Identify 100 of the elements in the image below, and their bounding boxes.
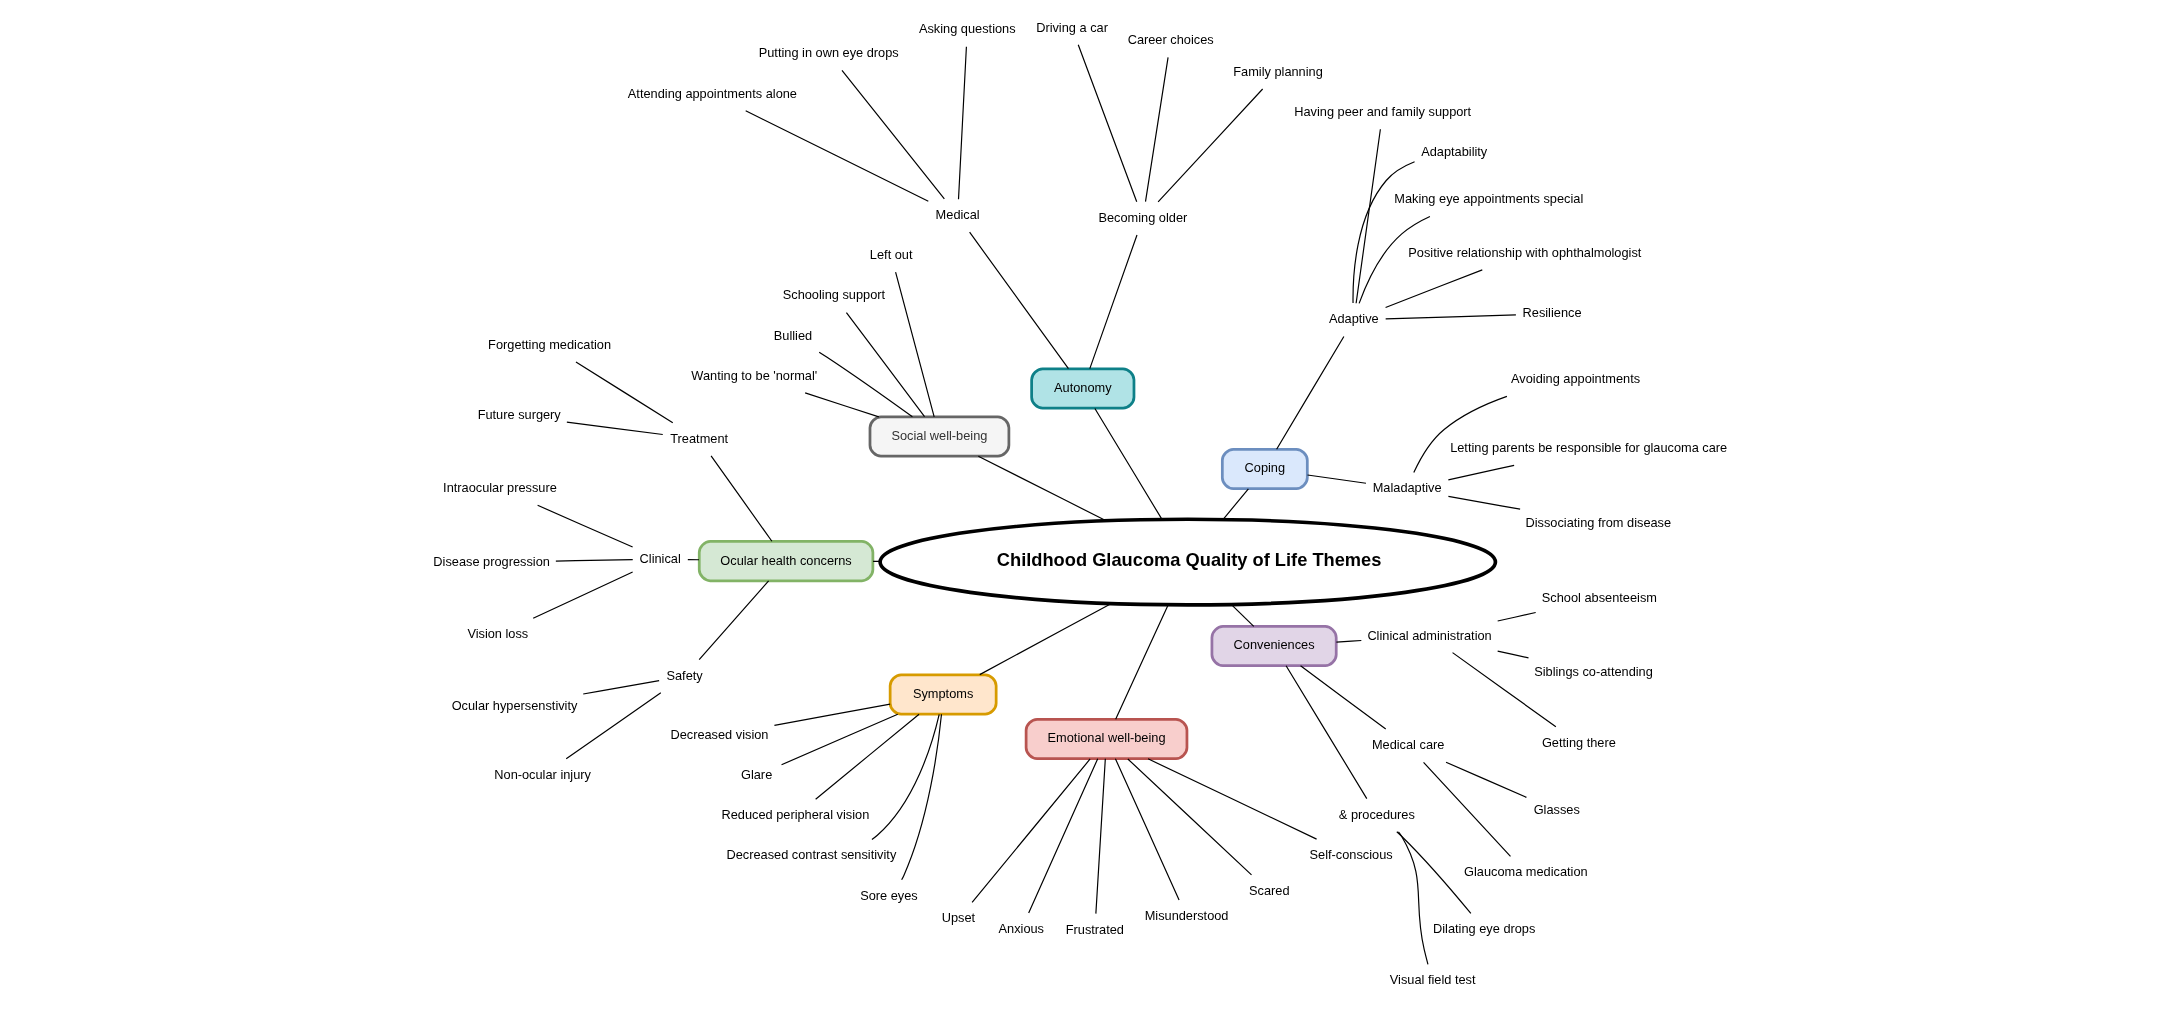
node-text: Reduced peripheral vision: [720, 807, 869, 823]
connector: [554, 559, 633, 562]
node-box: Ocular health concerns: [697, 540, 874, 583]
connector: [1335, 639, 1362, 643]
connector: [1093, 407, 1162, 520]
node-text: Wanting to be 'normal': [690, 367, 817, 383]
connector: [565, 421, 663, 436]
connector: [780, 713, 898, 766]
connector: [818, 351, 913, 418]
node-ellipse: Childhood Glaucoma Quality of Life Themes: [877, 517, 1497, 607]
node-text: Glaucoma medication: [1463, 864, 1588, 880]
connector: [1144, 56, 1169, 203]
connector: [1412, 395, 1507, 474]
node-text: Left out: [869, 247, 913, 263]
node-text: Upset: [941, 910, 975, 926]
node-text: Disease progression: [432, 553, 550, 569]
connector: [1351, 161, 1415, 304]
node-text: Having peer and family support: [1293, 103, 1471, 119]
connector: [1088, 234, 1138, 370]
node-text: Dilating eye drops: [1432, 921, 1535, 937]
connector: [1094, 758, 1106, 915]
connector: [1230, 603, 1254, 627]
node-text: Non-ocular injury: [493, 766, 591, 782]
connector: [1422, 761, 1511, 857]
connector: [1444, 761, 1527, 798]
connector: [574, 361, 673, 424]
node-text: Medical: [935, 207, 980, 223]
connector: [1146, 758, 1317, 840]
connector: [977, 455, 1107, 522]
node-text: Asking questions: [918, 21, 1016, 37]
node-text: Visual field test: [1389, 972, 1475, 988]
connector: [814, 713, 920, 800]
node-text: Glare: [740, 766, 772, 782]
node-text: Adaptability: [1420, 144, 1487, 160]
node-text: Career choices: [1127, 32, 1214, 48]
connector: [1126, 758, 1252, 876]
connector: [1157, 88, 1263, 203]
connector: [1496, 650, 1529, 659]
node-text: Letting parents be responsible for glaucoma care: [1449, 440, 1727, 456]
node-text: Medical care: [1371, 737, 1444, 753]
connector: [1451, 652, 1556, 728]
connector: [1395, 831, 1471, 915]
connector: [1447, 495, 1521, 510]
connector: [1397, 831, 1429, 965]
node-text: Misunderstood: [1144, 908, 1228, 924]
node-text: Treatment: [669, 430, 728, 446]
node-text: Making eye appointments special: [1393, 191, 1583, 207]
node-box: Emotional well-being: [1024, 718, 1188, 761]
node-text: School absenteeism: [1541, 589, 1657, 605]
node-text: Scared: [1248, 882, 1290, 898]
connector: [1275, 335, 1344, 450]
node-text: Avoiding appointments: [1510, 371, 1640, 387]
connector: [1496, 611, 1536, 622]
connector: [968, 231, 1069, 370]
node-text: Glasses: [1533, 801, 1580, 817]
connector: [894, 271, 935, 418]
node-text: Family planning: [1232, 63, 1323, 79]
connector: [1027, 758, 1098, 914]
connector: [957, 46, 967, 200]
connector: [1299, 665, 1386, 730]
connector: [1114, 758, 1180, 901]
connector: [845, 312, 925, 418]
node-box: Coping: [1220, 448, 1309, 491]
connector: [565, 692, 661, 760]
connector: [744, 110, 929, 202]
node-text: Vision loss: [466, 626, 528, 642]
node-text: Anxious: [998, 920, 1044, 936]
connector: [840, 69, 945, 200]
connector: [804, 392, 879, 418]
connector: [1114, 604, 1169, 720]
node-text: Decreased contrast sensitivity: [726, 847, 896, 863]
connector: [1384, 269, 1483, 309]
node-text: Maladaptive: [1372, 480, 1442, 496]
connector: [536, 504, 633, 548]
connector: [1384, 314, 1516, 320]
node-text: Getting there: [1541, 734, 1616, 750]
node-text: Becoming older: [1097, 209, 1187, 225]
connector: [900, 713, 942, 881]
node-text: Dissociating from disease: [1524, 514, 1671, 530]
node-text: Driving a car: [1035, 19, 1108, 35]
node-box: Autonomy: [1029, 367, 1135, 410]
node-text: & procedures: [1338, 806, 1415, 822]
node-text: Self-conscious: [1309, 847, 1393, 863]
node-text: Frustrated: [1065, 921, 1124, 937]
node-text: Future surgery: [477, 407, 561, 423]
node-text: Safety: [665, 667, 703, 683]
connector: [710, 455, 772, 542]
connector: [582, 680, 660, 695]
node-text: Putting in own eye drops: [758, 45, 899, 61]
node-text: Attending appointments alone: [627, 85, 797, 101]
node-text: Resilience: [1522, 305, 1582, 321]
connector: [1284, 665, 1367, 800]
connector: [1355, 128, 1381, 304]
node-text: Clinical: [639, 550, 681, 566]
connector: [971, 758, 1091, 903]
node-text: Forgetting medication: [487, 336, 611, 352]
node-text: Intraocular pressure: [442, 480, 557, 496]
connector: [698, 580, 769, 661]
connector: [1077, 44, 1137, 203]
node-text: Siblings co-attending: [1533, 663, 1653, 679]
